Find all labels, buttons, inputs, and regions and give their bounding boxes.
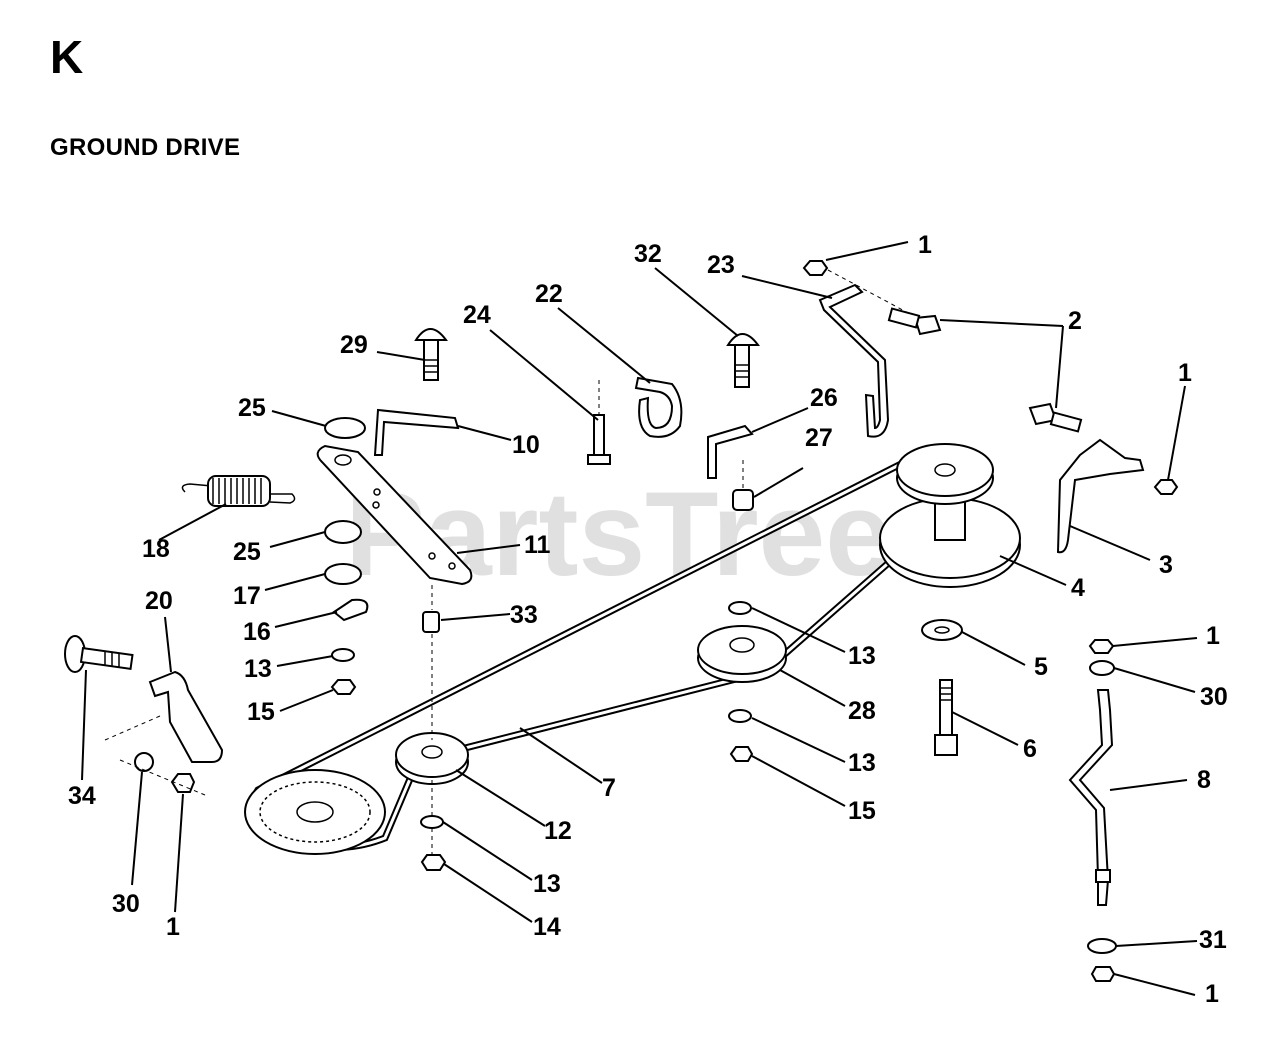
callout-3: 3 — [1159, 551, 1173, 579]
callout-1-top: 1 — [918, 231, 932, 259]
callout-13-lower: 13 — [533, 870, 561, 898]
callout-17: 17 — [233, 582, 261, 610]
callout-11: 11 — [524, 531, 551, 559]
callout-14: 14 — [533, 913, 561, 941]
nut-14 — [420, 854, 447, 871]
bracket-26 — [707, 424, 754, 479]
washer-25-top — [324, 417, 366, 439]
callout-30-left: 30 — [112, 890, 140, 918]
callout-2: 2 — [1068, 307, 1082, 335]
washer-30-left — [134, 752, 154, 772]
callout-18: 18 — [142, 535, 170, 563]
callout-4: 4 — [1071, 574, 1085, 602]
callout-20: 20 — [145, 587, 173, 615]
nut-15-right — [729, 746, 754, 762]
callout-6: 6 — [1023, 735, 1037, 763]
callout-13-lower-right: 13 — [848, 749, 876, 777]
bolt-2-lower — [1028, 402, 1083, 433]
nut-1-left — [170, 773, 196, 793]
section-letter: K — [50, 31, 84, 83]
callout-1-r2: 1 — [1206, 622, 1220, 650]
washer-13-left — [331, 648, 355, 662]
callout-1-left: 1 — [166, 913, 180, 941]
rod-3 — [1056, 438, 1145, 554]
callout-31: 31 — [1199, 926, 1227, 954]
callout-34: 34 — [68, 782, 96, 810]
washer-13-lower-right — [728, 709, 752, 723]
callout-10: 10 — [512, 431, 540, 459]
callout-22: 22 — [535, 280, 563, 308]
idler-pulley-28 — [697, 625, 787, 683]
clip-16 — [332, 598, 369, 622]
bolt-6 — [934, 679, 958, 756]
callout-1-bottom: 1 — [1205, 980, 1219, 1008]
callout-16: 16 — [243, 618, 271, 646]
washer-30-right — [1089, 660, 1115, 676]
leader-lines — [81, 241, 1198, 996]
bracket-22 — [634, 376, 683, 438]
callout-23: 23 — [707, 251, 735, 279]
callout-13-upper-right: 13 — [848, 642, 876, 670]
washer-31 — [1087, 938, 1117, 954]
engine-pulley — [879, 443, 1021, 588]
spacer-27 — [732, 489, 754, 511]
washer-5 — [921, 619, 963, 641]
nut-1-right — [1153, 479, 1179, 495]
nut-1-bottom — [1090, 966, 1116, 982]
callout-28: 28 — [848, 697, 876, 725]
callout-12: 12 — [544, 817, 572, 845]
spacer-33 — [422, 611, 440, 633]
idler-arm — [316, 444, 473, 586]
washer-17 — [324, 563, 362, 585]
callout-26: 26 — [810, 384, 838, 412]
rod-23 — [818, 283, 890, 438]
nut-1-top — [802, 260, 829, 276]
bracket-10 — [373, 408, 460, 456]
callout-13-left: 13 — [244, 655, 272, 683]
callout-32: 32 — [634, 240, 662, 268]
transaxle-pulley — [244, 769, 386, 855]
page-title: GROUND DRIVE — [50, 134, 241, 161]
callout-25-top: 25 — [238, 394, 266, 422]
rod-8 — [1068, 689, 1114, 906]
callout-27: 27 — [805, 424, 833, 452]
callout-15-left: 15 — [247, 698, 275, 726]
washer-13-lower — [420, 815, 444, 829]
bolt-34 — [64, 635, 134, 673]
washer-25-mid — [324, 520, 362, 544]
washer-13-upper-right — [728, 601, 752, 615]
bolt-2-upper — [887, 307, 942, 336]
bolt-32 — [726, 333, 760, 388]
callout-29: 29 — [340, 331, 368, 359]
idler-pulley-12 — [395, 732, 469, 785]
bracket-20 — [148, 670, 224, 763]
nut-1-r2 — [1088, 639, 1115, 654]
callout-1-right: 1 — [1178, 359, 1192, 387]
spring — [181, 475, 296, 507]
callout-33: 33 — [510, 601, 538, 629]
callout-7: 7 — [602, 774, 616, 802]
callout-5: 5 — [1034, 653, 1048, 681]
callout-8: 8 — [1197, 766, 1211, 794]
nut-15-left — [330, 679, 357, 695]
callout-30-right: 30 — [1200, 683, 1228, 711]
callout-24: 24 — [463, 301, 491, 329]
callout-15-right: 15 — [848, 797, 876, 825]
callout-25-mid: 25 — [233, 538, 261, 566]
bolt-29 — [414, 328, 448, 381]
bolt-24 — [587, 380, 611, 465]
